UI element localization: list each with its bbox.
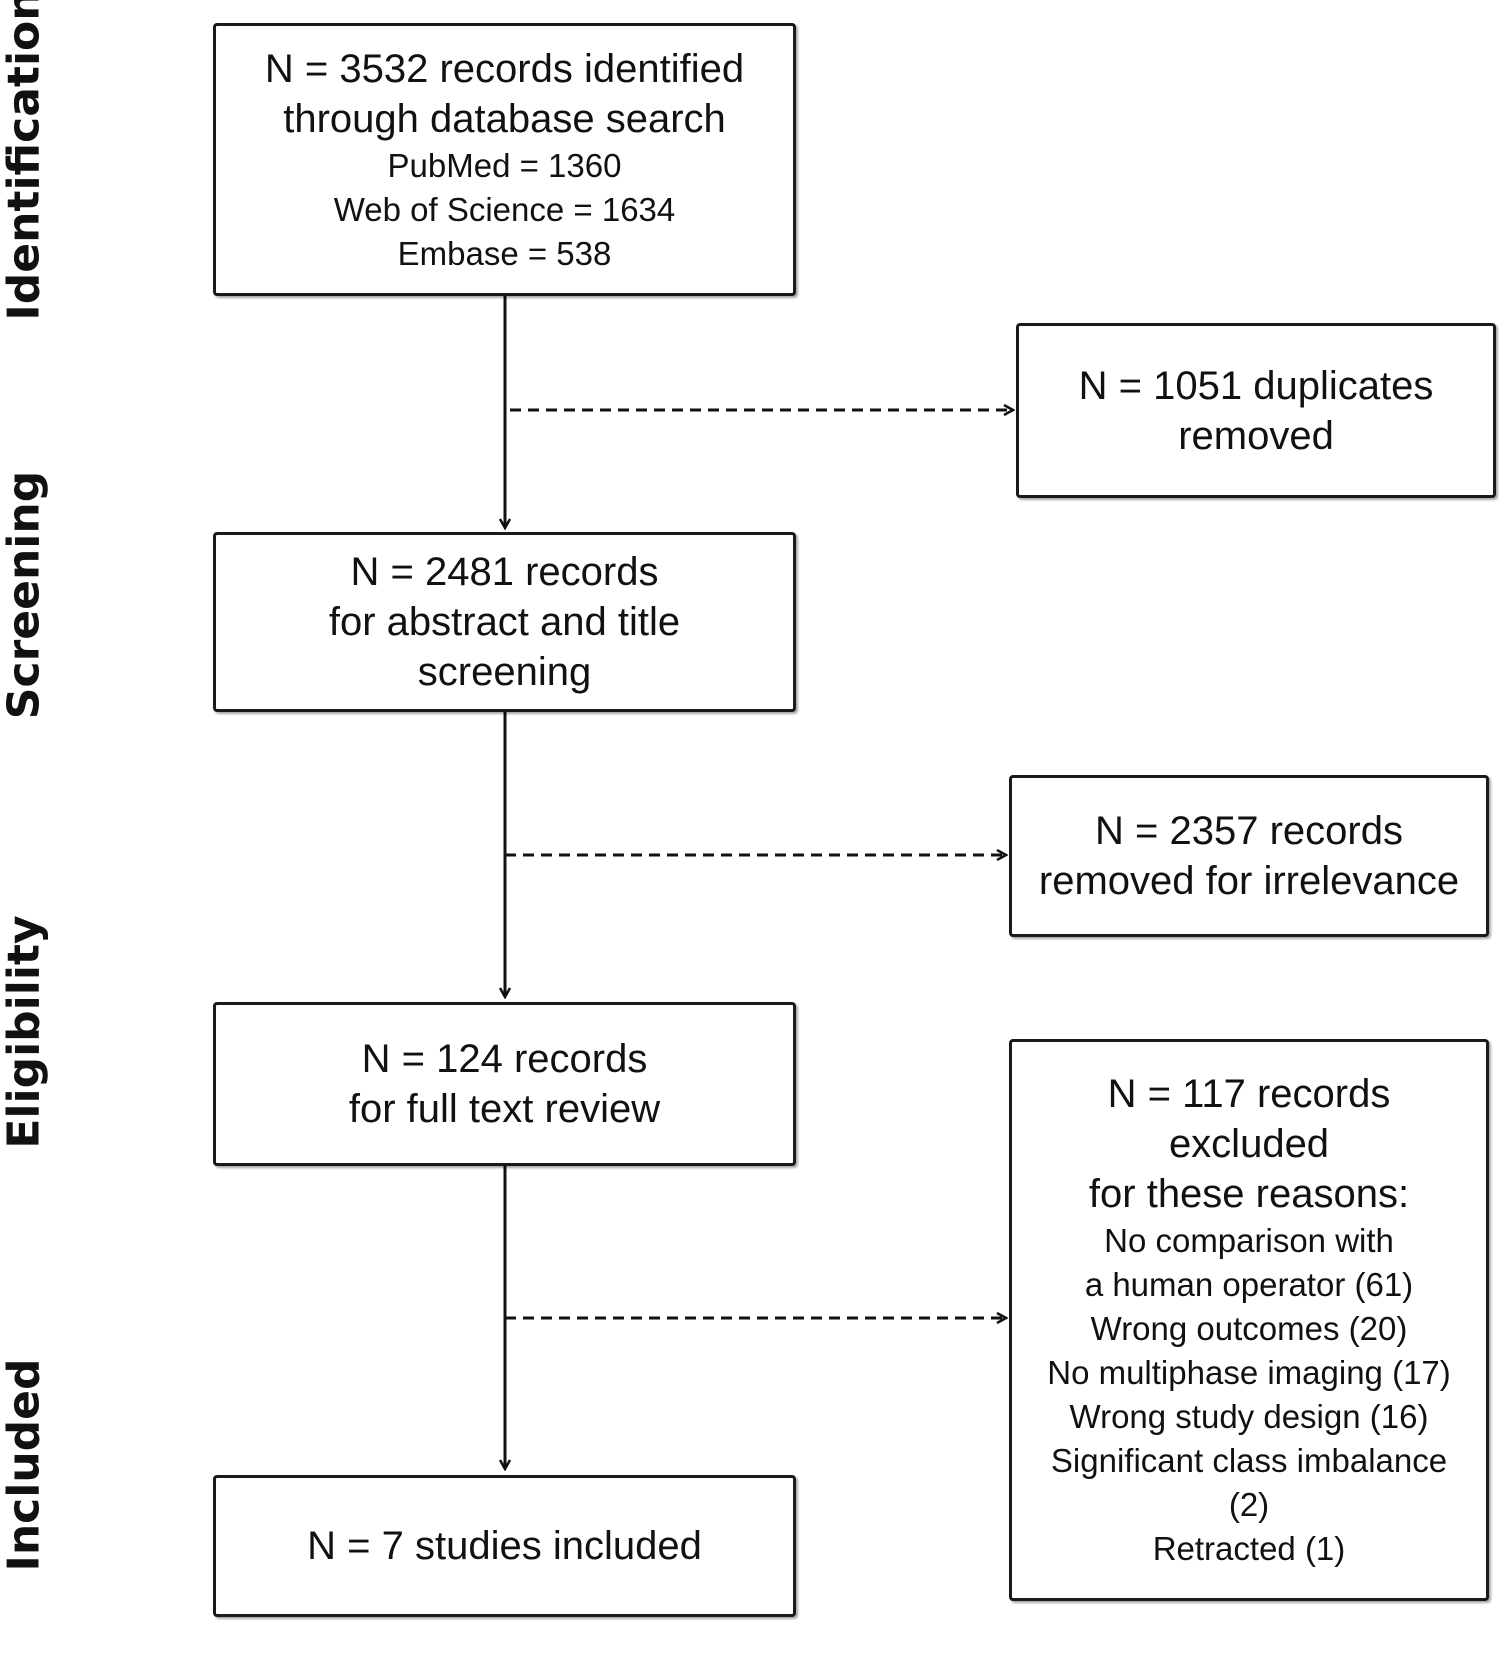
- reason-human-operator: a human operator (61): [1084, 1266, 1414, 1303]
- box-records-identified: N = 3532 records identified through data…: [213, 23, 796, 296]
- screening-desc-1: for abstract and title: [328, 600, 681, 644]
- reason-no-comparison: No comparison with: [1104, 1222, 1394, 1259]
- source-web-of-science: Web of Science = 1634: [333, 190, 676, 228]
- box-records-excluded: N = 117 records excluded for these reaso…: [1009, 1039, 1489, 1601]
- screening-desc-2: screening: [417, 650, 592, 694]
- irrelevant-label: removed for irrelevance: [1038, 859, 1460, 903]
- identified-count: N = 3532 records identified: [264, 46, 745, 91]
- fulltext-count: N = 124 records: [361, 1037, 648, 1081]
- source-embase: Embase = 538: [397, 234, 612, 272]
- reason-class-imbalance-count: (2): [1228, 1486, 1270, 1523]
- duplicates-count: N = 1051 duplicates: [1078, 363, 1434, 408]
- identified-method: through database search: [283, 96, 726, 141]
- duplicates-label: removed: [1178, 413, 1334, 458]
- box-removed-irrelevance: N = 2357 records removed for irrelevance: [1009, 775, 1489, 937]
- excluded-reasons-heading: for these reasons:: [1088, 1172, 1410, 1216]
- reason-class-imbalance: Significant class imbalance: [1050, 1442, 1448, 1479]
- fulltext-label: for full text review: [348, 1087, 661, 1131]
- box-full-text-review: N = 124 records for full text review: [213, 1002, 796, 1166]
- reason-retracted: Retracted (1): [1152, 1530, 1346, 1567]
- box-studies-included: N = 7 studies included: [213, 1475, 796, 1617]
- box-duplicates-removed: N = 1051 duplicates removed: [1016, 323, 1496, 498]
- included-count: N = 7 studies included: [307, 1524, 702, 1568]
- screening-count: N = 2481 records: [350, 550, 659, 594]
- reason-wrong-design: Wrong study design (16): [1069, 1398, 1429, 1435]
- irrelevant-count: N = 2357 records: [1095, 809, 1403, 853]
- reason-wrong-outcomes: Wrong outcomes (20): [1090, 1310, 1408, 1347]
- reason-no-multiphase: No multiphase imaging (17): [1047, 1354, 1451, 1391]
- source-pubmed: PubMed = 1360: [387, 146, 622, 184]
- box-screening-records: N = 2481 records for abstract and title …: [213, 532, 796, 712]
- excluded-count: N = 117 records: [1107, 1072, 1391, 1116]
- excluded-label: excluded: [1168, 1122, 1330, 1166]
